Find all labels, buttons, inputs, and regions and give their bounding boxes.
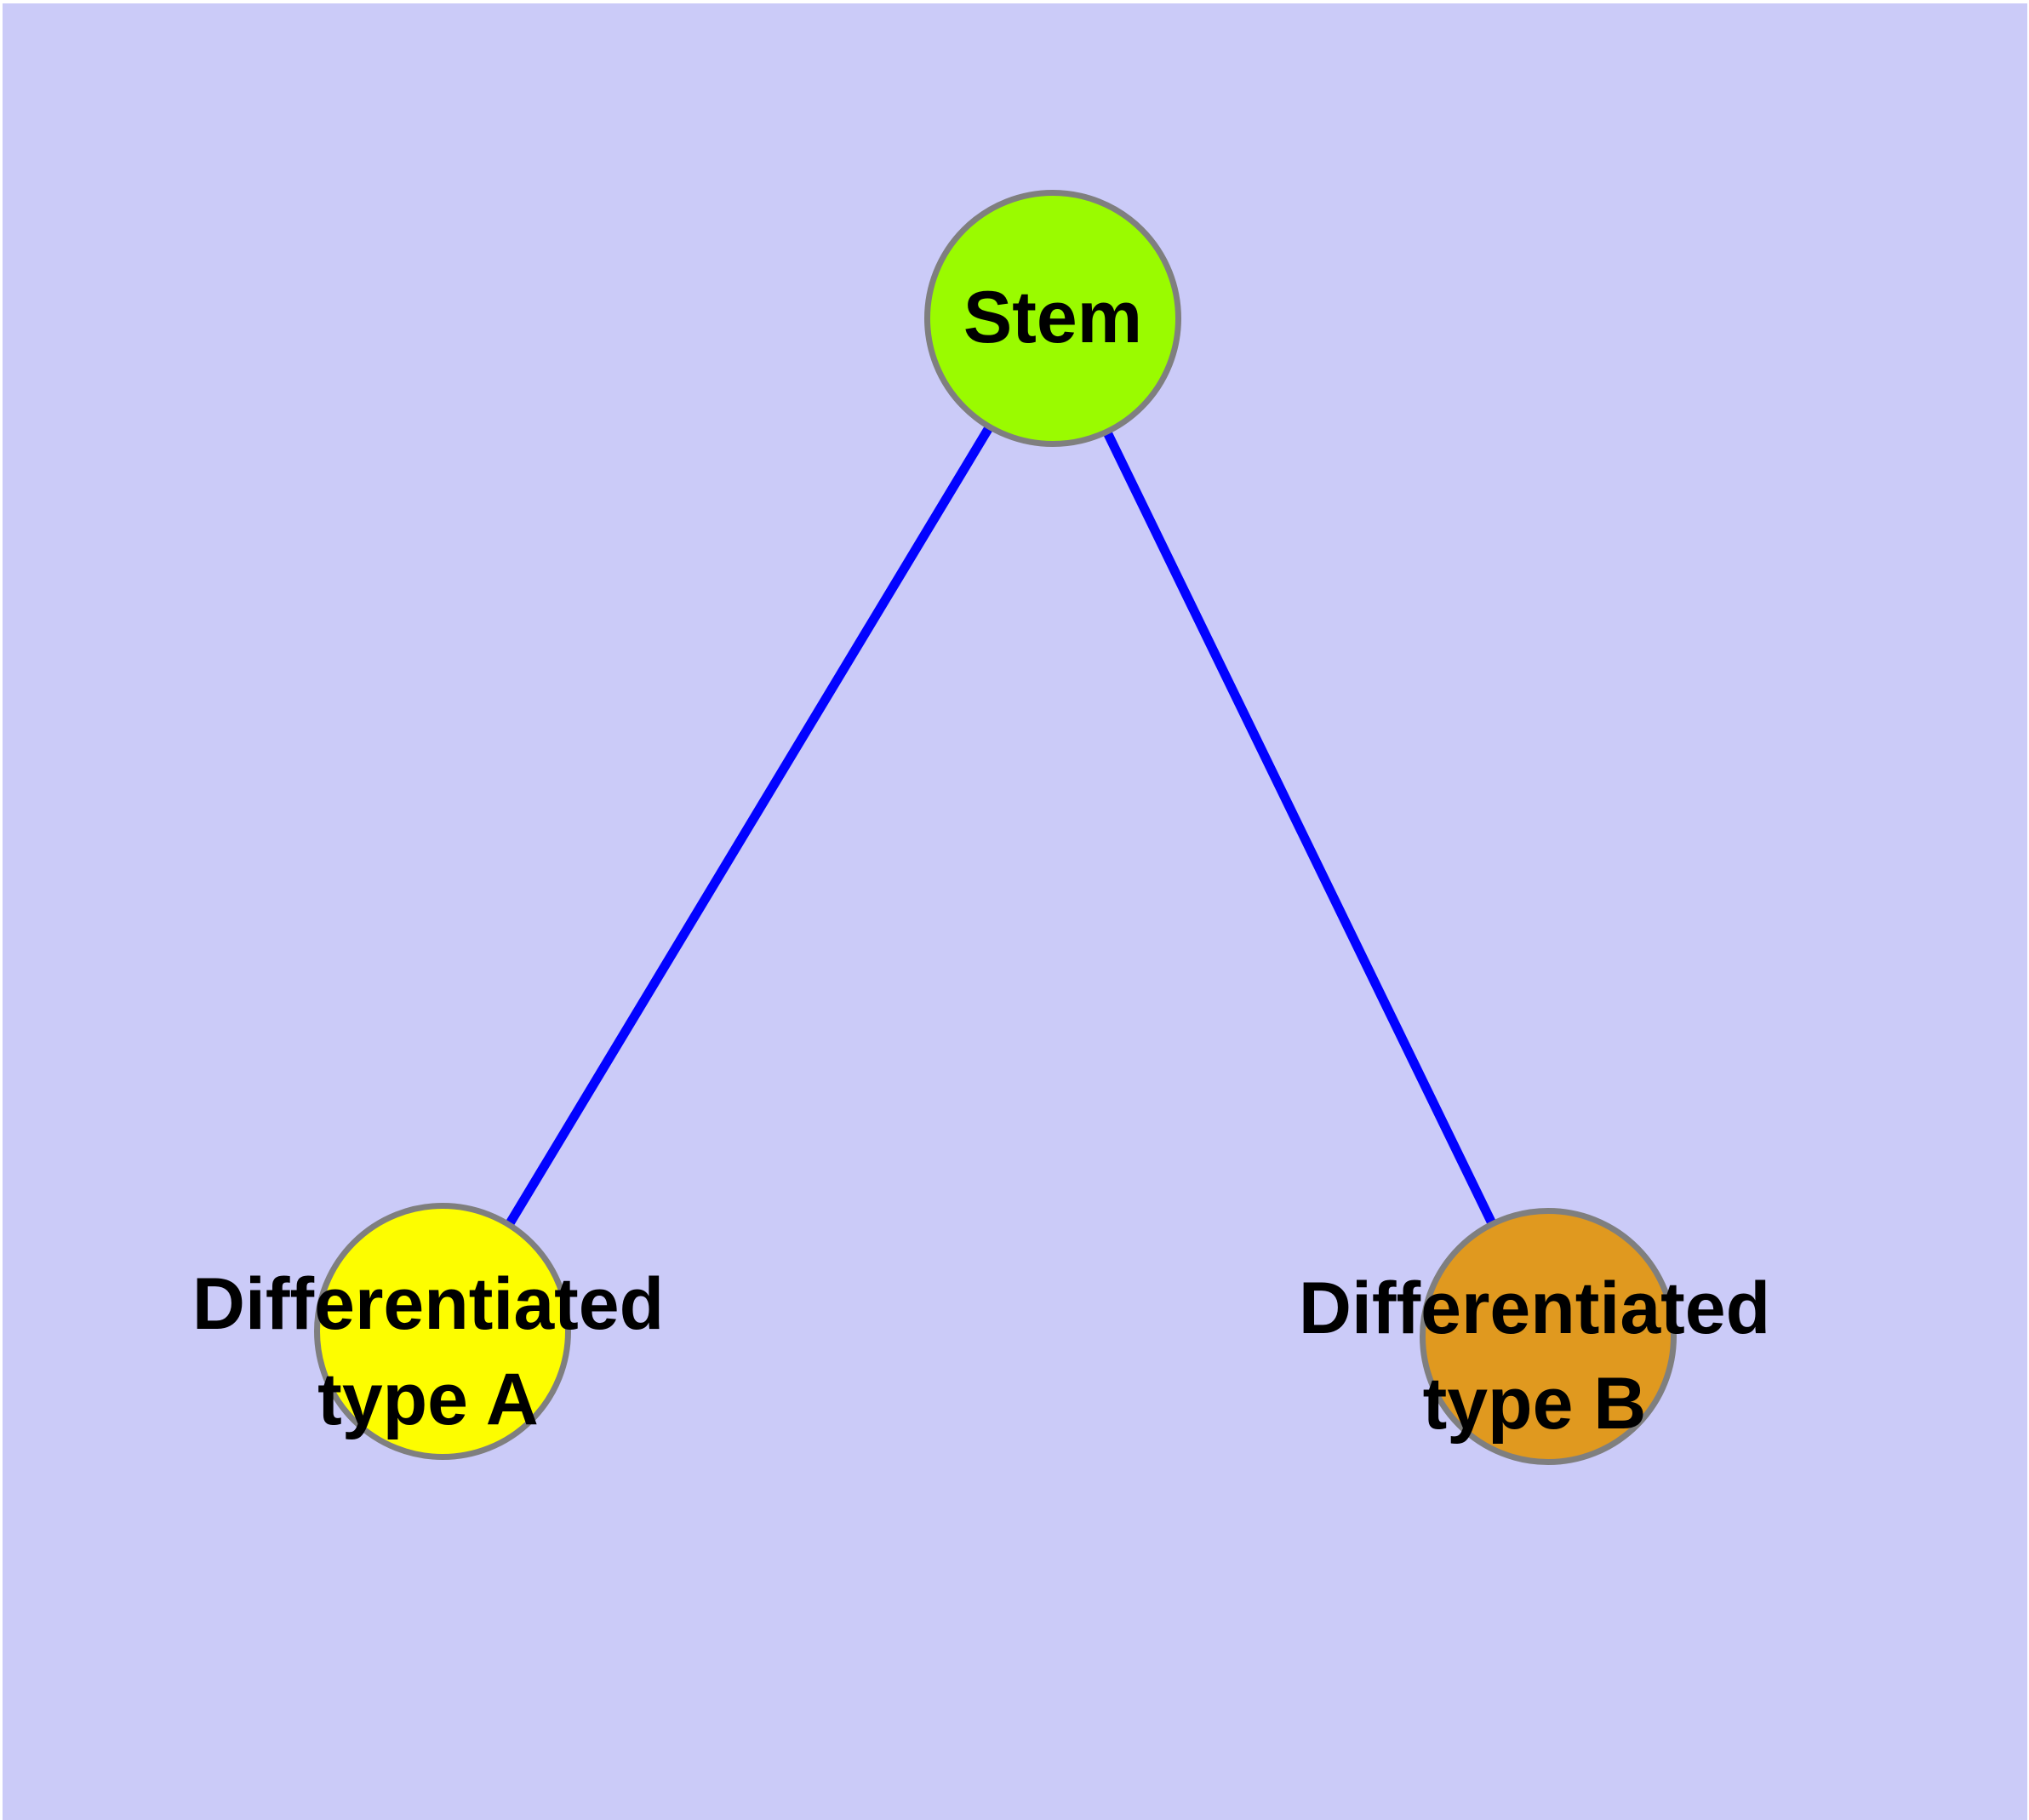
diagram-canvas: Stem Differentiated type A Differentiate…	[3, 3, 2027, 1820]
node-stem[interactable]: Stem	[924, 190, 1181, 447]
label-line-2: type A	[317, 1359, 539, 1440]
node-differentiated-type-b-label: Differentiated type B	[1299, 1262, 1770, 1452]
edge-stem-to-type-a	[440, 318, 1058, 1335]
edges-layer	[440, 318, 1552, 1340]
node-differentiated-type-b[interactable]	[1420, 1208, 1677, 1465]
label-line-1: Differentiated	[1298, 1268, 1771, 1350]
node-stem-label: Stem	[963, 277, 1143, 359]
node-differentiated-type-a[interactable]	[314, 1203, 571, 1460]
label-line-2: type B	[1422, 1363, 1647, 1445]
node-differentiated-type-a-label: Differentiated type A	[192, 1257, 664, 1448]
edge-stem-to-type-b	[1049, 318, 1552, 1340]
label-line-1: Differentiated	[191, 1263, 665, 1346]
